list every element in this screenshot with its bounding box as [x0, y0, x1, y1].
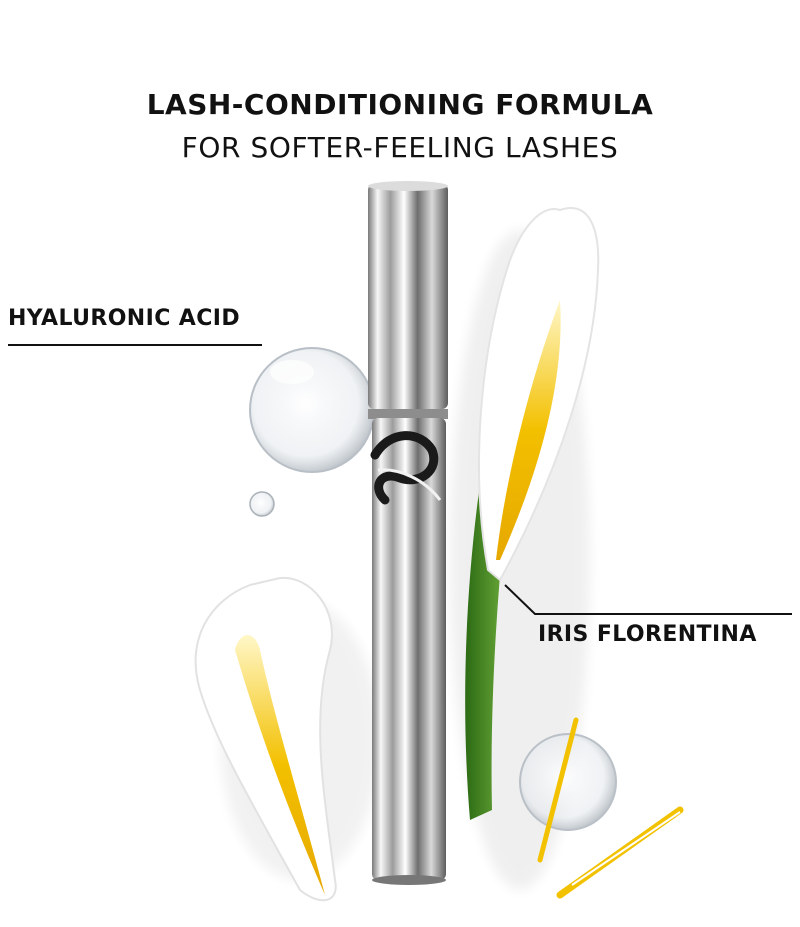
mascara-tube-icon [368, 181, 448, 885]
callout-label-hyaluronic-acid: HYALURONIC ACID [8, 306, 241, 331]
callout-line-right [504, 584, 792, 615]
headline-title: LASH-CONDITIONING FORMULA [146, 88, 654, 121]
droplet-icon [519, 717, 684, 899]
iris-flower-icon [465, 207, 600, 820]
headline-subtitle: FOR SOFTER-FEELING LASHES [181, 131, 619, 164]
droplet-icon [249, 347, 375, 517]
callout-label-iris-florentina: IRIS FLORENTINA [538, 622, 757, 647]
petal-icon [194, 576, 337, 902]
